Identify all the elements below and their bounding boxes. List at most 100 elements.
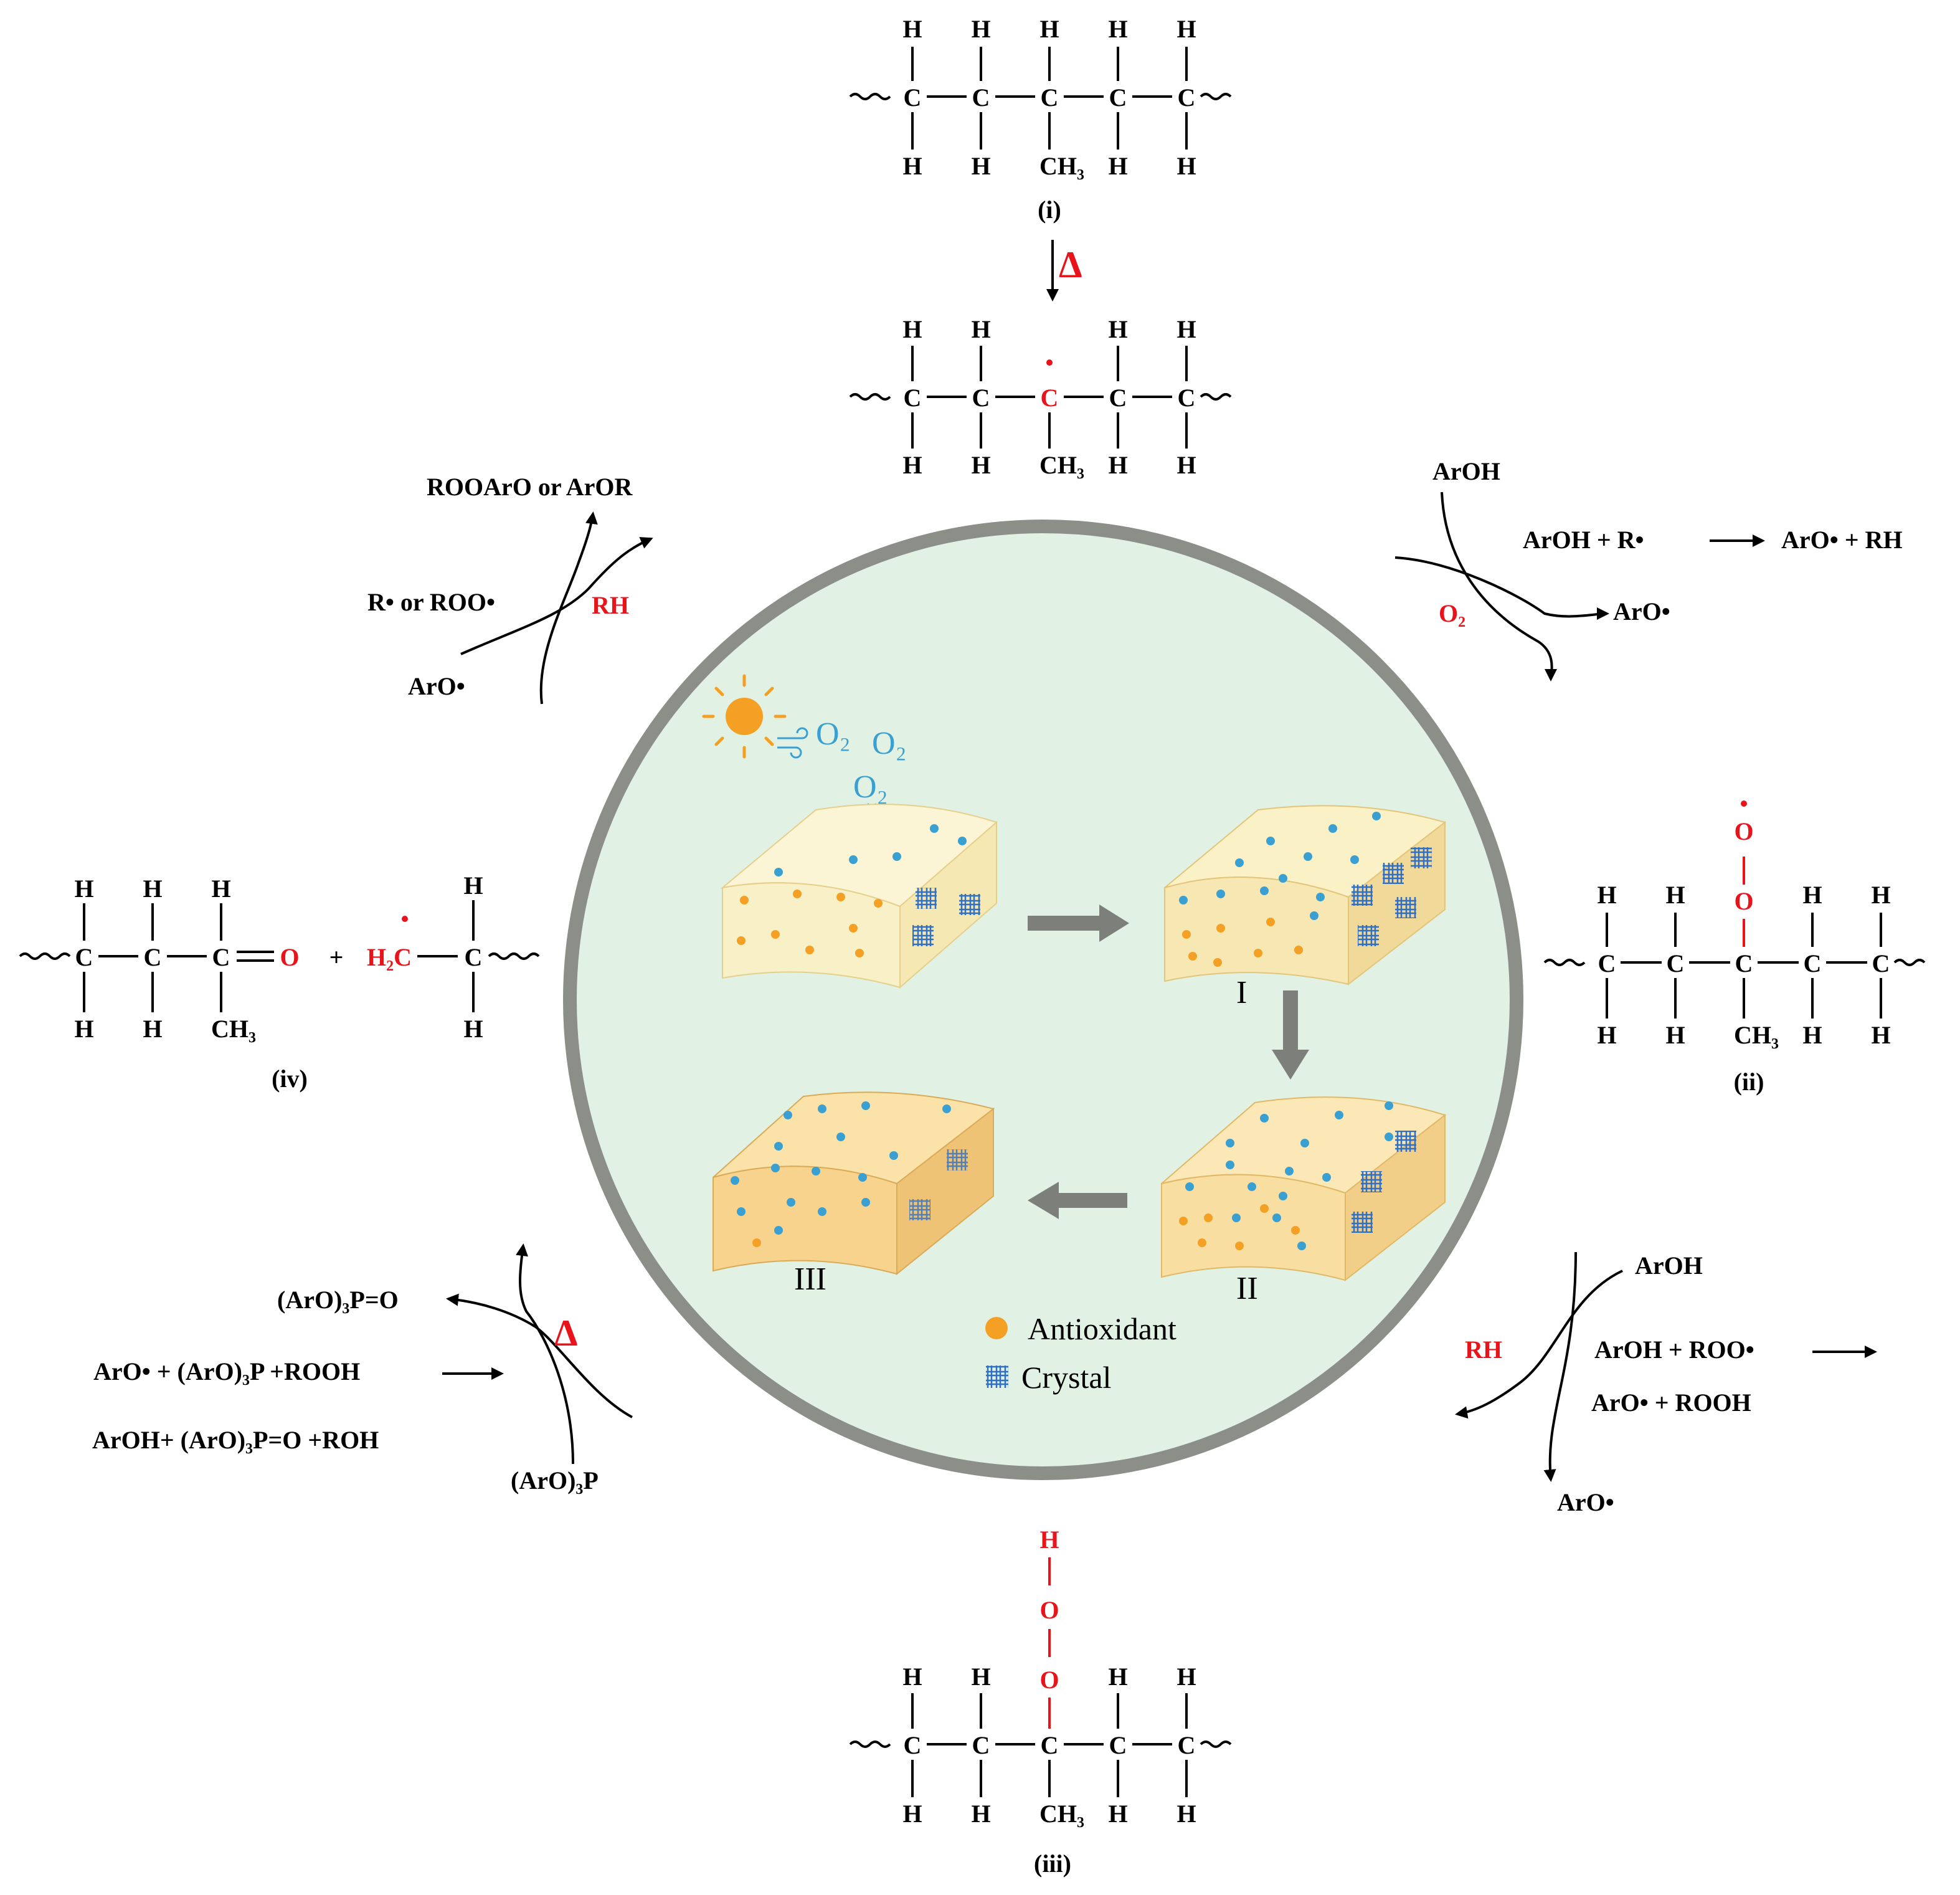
polymer-block-II — [1161, 1096, 1447, 1282]
reaction-top-right: ArOH O₂ ArO• ArOH + R• ArO• + RH — [1394, 457, 1903, 682]
label-ii: (ii) — [1734, 1068, 1764, 1096]
svg-text:C: C — [1872, 949, 1890, 977]
svg-text:H: H — [902, 152, 922, 180]
heat-symbol-top: Δ — [1059, 244, 1082, 285]
svg-text:H: H — [1871, 1021, 1890, 1049]
svg-text:C: C — [904, 83, 922, 112]
heat-symbol-bottom-left: Δ — [554, 1313, 578, 1354]
svg-text:H: H — [902, 1800, 922, 1828]
svg-text:C: C — [1804, 949, 1822, 977]
top-right-equation-right: ArO• + RH — [1781, 526, 1903, 554]
legend-antioxidant-swatch — [985, 1317, 1008, 1339]
reaction-bottom-right: ArOH RH ArOH + ROO• ArO• + ROOH ArO• — [1455, 1251, 1877, 1516]
svg-text:H: H — [1597, 1021, 1616, 1049]
svg-text:H: H — [1665, 881, 1685, 909]
svg-text:C: C — [1598, 949, 1616, 977]
svg-text:H: H — [1176, 315, 1196, 343]
legend-crystal-swatch — [986, 1365, 1008, 1388]
svg-text:H: H — [902, 451, 922, 479]
svg-text:H: H — [463, 1015, 483, 1043]
bottom-right-reactant: ArOH — [1635, 1251, 1703, 1280]
stage-label-III: III — [794, 1261, 826, 1297]
svg-text:H: H — [902, 15, 922, 43]
reaction-top-left: ROOArO or ArOR R• or ROO• RH ArO• — [367, 473, 653, 705]
stage-label-II: II — [1236, 1271, 1258, 1306]
bottom-right-product: ArO• — [1557, 1488, 1614, 1516]
svg-text:O: O — [1039, 1596, 1059, 1624]
svg-text:C: C — [212, 943, 230, 971]
reaction-bottom-left: Δ (ArO)₃P=O ArO• + (ArO)₃P +ROOH ArOH+ (… — [92, 1243, 633, 1494]
svg-text:H: H — [1176, 451, 1196, 479]
svg-text:C: C — [75, 943, 93, 971]
svg-text:CH₃: CH₃ — [1039, 152, 1084, 180]
svg-text:C: C — [904, 384, 922, 412]
svg-text:O: O — [1039, 1666, 1059, 1694]
top-left-condition: RH — [592, 591, 629, 619]
svg-text:H: H — [971, 1663, 990, 1691]
bottom-left-product: (ArO)₃P=O — [277, 1286, 399, 1314]
arrow-to-I — [1028, 905, 1129, 942]
bottom-left-equation-line1: ArO• + (ArO)₃P +ROOH — [93, 1357, 360, 1385]
svg-text:+: + — [329, 943, 344, 971]
svg-text:C: C — [465, 943, 483, 971]
svg-text:H: H — [1802, 881, 1822, 909]
svg-text:H: H — [1176, 152, 1196, 180]
o2-label-2: O₂ — [872, 726, 907, 761]
legend-crystal-label: Crystal — [1021, 1360, 1111, 1395]
svg-text:H: H — [1108, 1800, 1127, 1828]
process-arrows — [1028, 905, 1309, 1219]
svg-text:H: H — [74, 875, 93, 903]
polymer-block-initial — [720, 804, 998, 989]
svg-text:H: H — [971, 1800, 990, 1828]
stage-label-I: I — [1236, 975, 1247, 1010]
o2-label-1: O₂ — [816, 716, 851, 752]
svg-text:H: H — [74, 1015, 93, 1043]
svg-text:H: H — [463, 872, 483, 900]
svg-text:H: H — [1108, 15, 1127, 43]
legend: Antioxidant Crystal — [985, 1311, 1176, 1395]
top-right-condition: O₂ — [1439, 599, 1465, 627]
svg-text:C: C — [1735, 949, 1753, 977]
svg-text:H: H — [1176, 15, 1196, 43]
svg-text:C: C — [144, 943, 162, 971]
legend-antioxidant-label: Antioxidant — [1028, 1311, 1176, 1346]
o2-label-3: O₂ — [853, 769, 888, 805]
svg-text:CH₃: CH₃ — [1734, 1021, 1779, 1049]
svg-text:C: C — [972, 384, 990, 412]
svg-text:H: H — [1108, 315, 1127, 343]
svg-text:C: C — [1178, 1731, 1196, 1759]
label-iv: (iv) — [272, 1065, 308, 1093]
wind-icon — [777, 727, 808, 759]
top-left-reactant1: R• or ROO• — [367, 588, 495, 616]
svg-text:H: H — [1871, 881, 1890, 909]
label-i: (i) — [1038, 196, 1061, 224]
svg-text:H: H — [1665, 1021, 1685, 1049]
svg-text:C: C — [904, 1731, 922, 1759]
top-right-product: ArO• — [1613, 597, 1670, 625]
svg-text:H: H — [1108, 1663, 1127, 1691]
svg-text:H: H — [1039, 1526, 1059, 1554]
svg-text:C: C — [1041, 1731, 1059, 1759]
svg-text:C: C — [1041, 384, 1059, 412]
arrow-to-III — [1028, 1182, 1127, 1219]
svg-text:C: C — [1178, 83, 1196, 112]
svg-text:H: H — [1597, 881, 1616, 909]
svg-text:H: H — [971, 315, 990, 343]
svg-text:H: H — [211, 875, 230, 903]
svg-text:C: C — [972, 1731, 990, 1759]
svg-text:H: H — [143, 875, 162, 903]
arrow-to-II — [1272, 990, 1309, 1080]
svg-text:H: H — [1802, 1021, 1822, 1049]
svg-text:H: H — [971, 152, 990, 180]
svg-text:C: C — [1041, 83, 1059, 112]
svg-text:C: C — [1667, 949, 1685, 977]
top-left-product: ROOArO or ArOR — [427, 473, 633, 501]
label-iii: (iii) — [1034, 1850, 1071, 1878]
svg-text:CH₃: CH₃ — [1039, 451, 1084, 479]
bottom-left-reactant: (ArO)₃P — [511, 1466, 599, 1494]
